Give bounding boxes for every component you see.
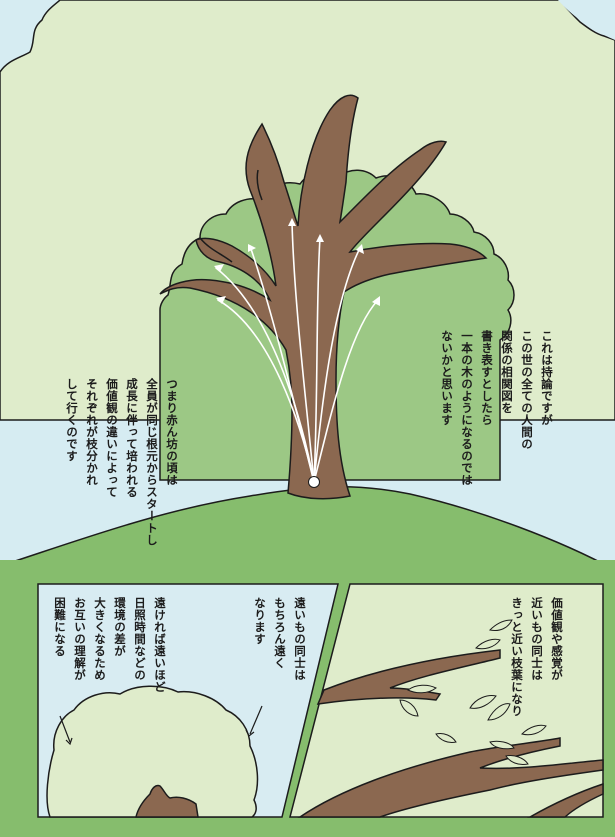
far-branches-caption: 遠いもの同士は もちろん遠く なります: [253, 597, 307, 681]
growth-arrows: [215, 221, 379, 483]
tree-trunk: [159, 94, 488, 500]
near-branches-caption: 価値観や感覚が 近いもの同士は きっと近い枝葉になり: [510, 597, 564, 717]
panel-right: [289, 583, 604, 818]
distance-caption: 遠ければ遠いほど 日照時間などの 環境の差が 大きくなるため お互いの理解が 困…: [53, 597, 167, 693]
root-point: [308, 476, 320, 488]
explanation-caption: つまり赤ん坊の頃は 全員が同じ根元からスタートし 成長に伴って培われる 価値観の…: [65, 378, 179, 546]
intro-caption: これは持論ですが この世の全ての人間の 関係の相関図を 書き表すとしたら 一本の…: [440, 330, 554, 486]
